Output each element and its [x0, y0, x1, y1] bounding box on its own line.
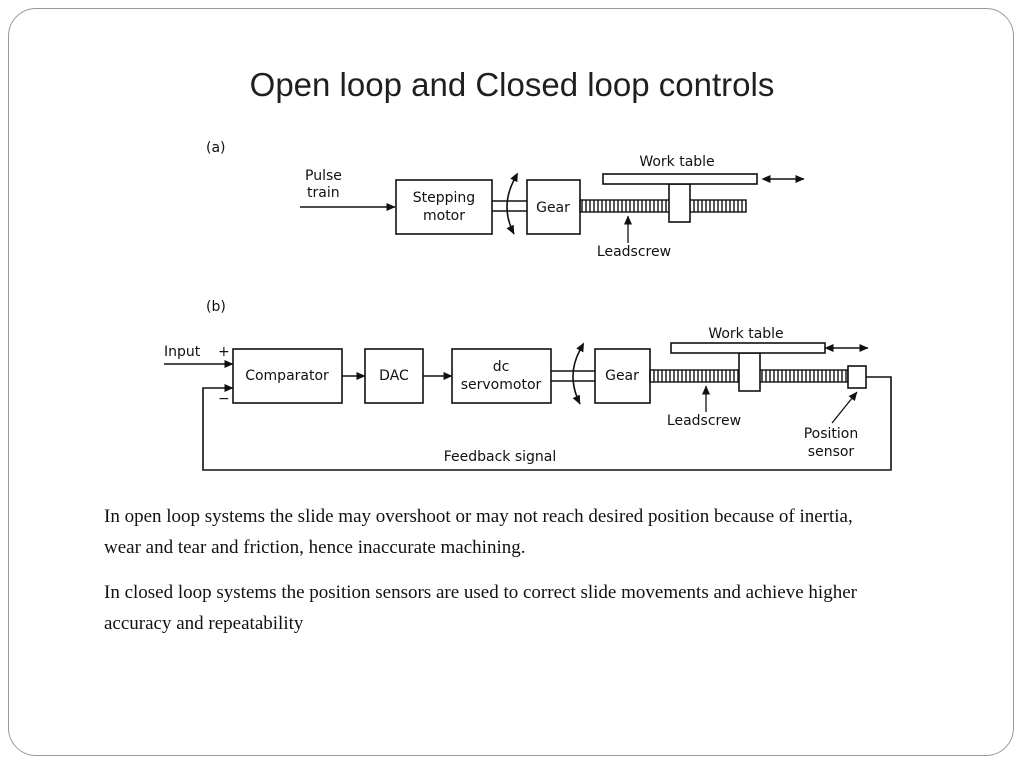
comparator-block — [232, 348, 343, 404]
closed-loop-diagram: (b) Input + − Comparator DAC dc servomot… — [164, 299, 892, 471]
servomotor-label: dc — [493, 359, 510, 375]
pulse-train-label-2: train — [307, 185, 340, 201]
minus-sign: − — [218, 391, 230, 407]
work-table-label-a: Work table — [639, 154, 714, 170]
open-loop-diagram: (a) Pulse train Stepping motor Gear Work… — [206, 140, 805, 260]
closed-loop-paragraph: In closed loop systems the position sens… — [104, 582, 857, 634]
diagram-a-label: (a) — [206, 140, 226, 156]
stepping-motor-label: Stepping — [413, 190, 475, 206]
open-loop-paragraph: In open loop systems the slide may overs… — [104, 506, 853, 558]
gear-label-a: Gear — [536, 200, 570, 216]
leadscrew-a — [579, 199, 747, 213]
diagram-b-label: (b) — [206, 299, 226, 315]
feedback-signal-label: Feedback signal — [444, 449, 557, 465]
stepping-motor-label-2: motor — [423, 208, 465, 224]
comparator-label: Comparator — [245, 368, 329, 384]
position-sensor-block — [847, 365, 867, 389]
table-nut-a — [668, 183, 691, 223]
servo-rotation-arrow — [572, 342, 585, 405]
sensor-pointer — [831, 391, 858, 424]
rotation-arrow — [506, 172, 518, 235]
table-nut-b — [738, 352, 761, 392]
leadscrew-label-b: Leadscrew — [667, 413, 741, 429]
stepping-motor-block — [395, 179, 493, 235]
servomotor-block — [451, 348, 552, 404]
gear-label-b: Gear — [605, 368, 639, 384]
slide-title: Open loop and Closed loop controls — [249, 66, 775, 103]
leadscrew-label-a: Leadscrew — [597, 244, 671, 260]
work-table-b — [670, 342, 826, 354]
servomotor-label-2: servomotor — [461, 377, 542, 393]
position-sensor-label: Position — [804, 426, 859, 442]
work-table-a — [602, 173, 758, 185]
feedback-loop-line — [202, 376, 892, 471]
pulse-train-label: Pulse — [305, 168, 342, 184]
dac-label: DAC — [379, 368, 409, 384]
plus-sign: + — [218, 344, 230, 360]
position-sensor-label-2: sensor — [808, 444, 855, 460]
dac-block — [364, 348, 424, 404]
input-label: Input — [164, 344, 201, 360]
gear-block-b — [594, 348, 651, 404]
work-table-label-b: Work table — [708, 326, 783, 342]
